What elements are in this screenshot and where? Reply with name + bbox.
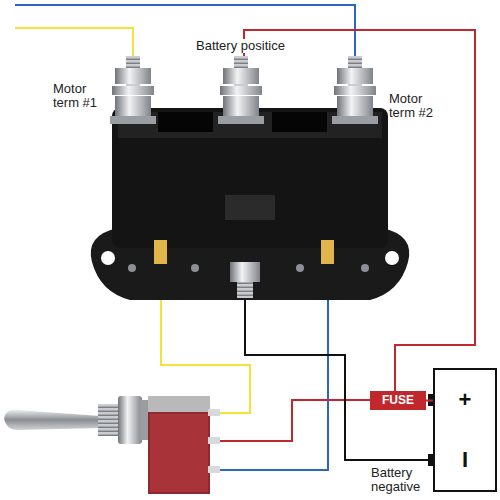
red-wire xyxy=(218,400,370,441)
battery-box: +I xyxy=(433,368,497,492)
spade-terminal xyxy=(321,240,334,264)
black-wire xyxy=(245,300,432,460)
polarity-sign: + xyxy=(459,388,472,412)
spade-terminal xyxy=(154,240,167,264)
solenoid-housing xyxy=(112,108,388,248)
terminal-studs xyxy=(110,56,378,298)
terminal-label: Motor term #1 xyxy=(52,82,112,110)
fuse-label: FUSE xyxy=(382,394,414,407)
wire-connector xyxy=(426,400,433,402)
yellow-wire xyxy=(15,28,133,60)
fuse-box: FUSE xyxy=(370,391,426,410)
terminal-label: Battery positice xyxy=(195,39,307,53)
blue-wire xyxy=(15,5,355,60)
terminal-label: Motor term #2 xyxy=(388,92,448,120)
toggle-switch xyxy=(4,396,220,494)
terminal-label: Battery negative xyxy=(370,466,430,494)
polarity-sign: I xyxy=(462,448,468,472)
